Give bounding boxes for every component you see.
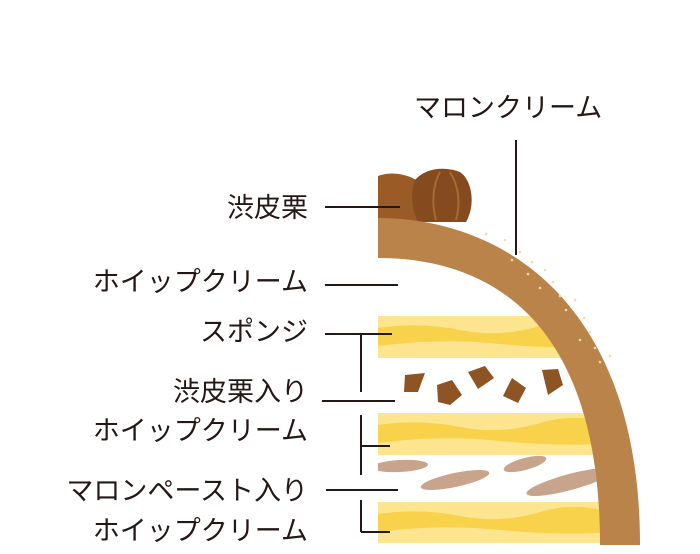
marron-paste-pieces [378, 455, 600, 496]
marron-cream-dome [378, 218, 640, 545]
shibukawa-chestnut [378, 168, 472, 222]
whipped-cream-layer [378, 413, 600, 455]
label-whipped-cream-2: ホイップクリーム [92, 516, 308, 547]
label-with-shibukawa-kuri: 渋皮栗入り [173, 377, 308, 408]
label-sponge: スポンジ [200, 317, 308, 348]
chestnut-chunks [404, 366, 563, 405]
label-whipped-cream-1: ホイップクリーム [92, 416, 308, 447]
label-whipped-cream-top: ホイップクリーム [92, 267, 308, 298]
label-marron-cream: マロンクリーム [414, 93, 603, 124]
label-with-marron-paste: マロンペースト入り [66, 476, 308, 507]
whipped-cream-layer [378, 502, 600, 543]
cream-speckles [484, 232, 612, 364]
label-shibukawa-kuri: 渋皮栗 [227, 193, 308, 224]
leader-lines [322, 140, 517, 533]
